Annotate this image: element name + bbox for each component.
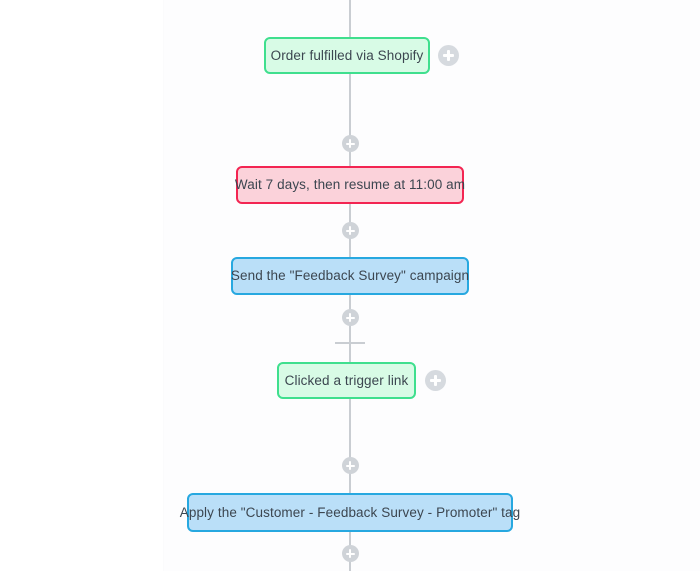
- add-trigger-button-clicked-link[interactable]: [425, 370, 446, 391]
- flow-node-order-fulfilled[interactable]: Order fulfilled via Shopify: [264, 37, 430, 74]
- add-step-button-wait-to-send[interactable]: [341, 222, 359, 239]
- flow-node-clicked-trigger-link[interactable]: Clicked a trigger link: [277, 362, 416, 399]
- flow-node-label: Clicked a trigger link: [284, 372, 409, 388]
- connector-branch-to-clicked-link: [349, 343, 351, 362]
- connector-order-to-wait: [349, 74, 351, 166]
- connector-clicked-link-to-tag: [349, 399, 351, 493]
- flow-node-apply-tag[interactable]: Apply the "Customer - Feedback Survey - …: [180, 493, 520, 532]
- connector-top-stub: [349, 0, 351, 37]
- add-step-button-order-to-wait[interactable]: [341, 135, 359, 152]
- add-step-button-after-tag[interactable]: [341, 545, 359, 562]
- flow-node-label: Send the "Feedback Survey" campaign: [230, 268, 470, 284]
- flow-node-label: Wait 7 days, then resume at 11:00 am: [234, 177, 466, 193]
- flow-node-send-campaign[interactable]: Send the "Feedback Survey" campaign: [231, 257, 469, 295]
- flow-node-wait-delay[interactable]: Wait 7 days, then resume at 11:00 am: [234, 166, 466, 204]
- add-step-button-send-to-branch[interactable]: [341, 309, 359, 326]
- flow-node-label: Apply the "Customer - Feedback Survey - …: [179, 504, 521, 520]
- add-step-button-clicked-link-to-tag[interactable]: [341, 457, 359, 474]
- add-trigger-button-order-fulfilled[interactable]: [438, 45, 459, 66]
- canvas-left-boundary: [163, 0, 164, 571]
- flow-node-label: Order fulfilled via Shopify: [270, 47, 424, 63]
